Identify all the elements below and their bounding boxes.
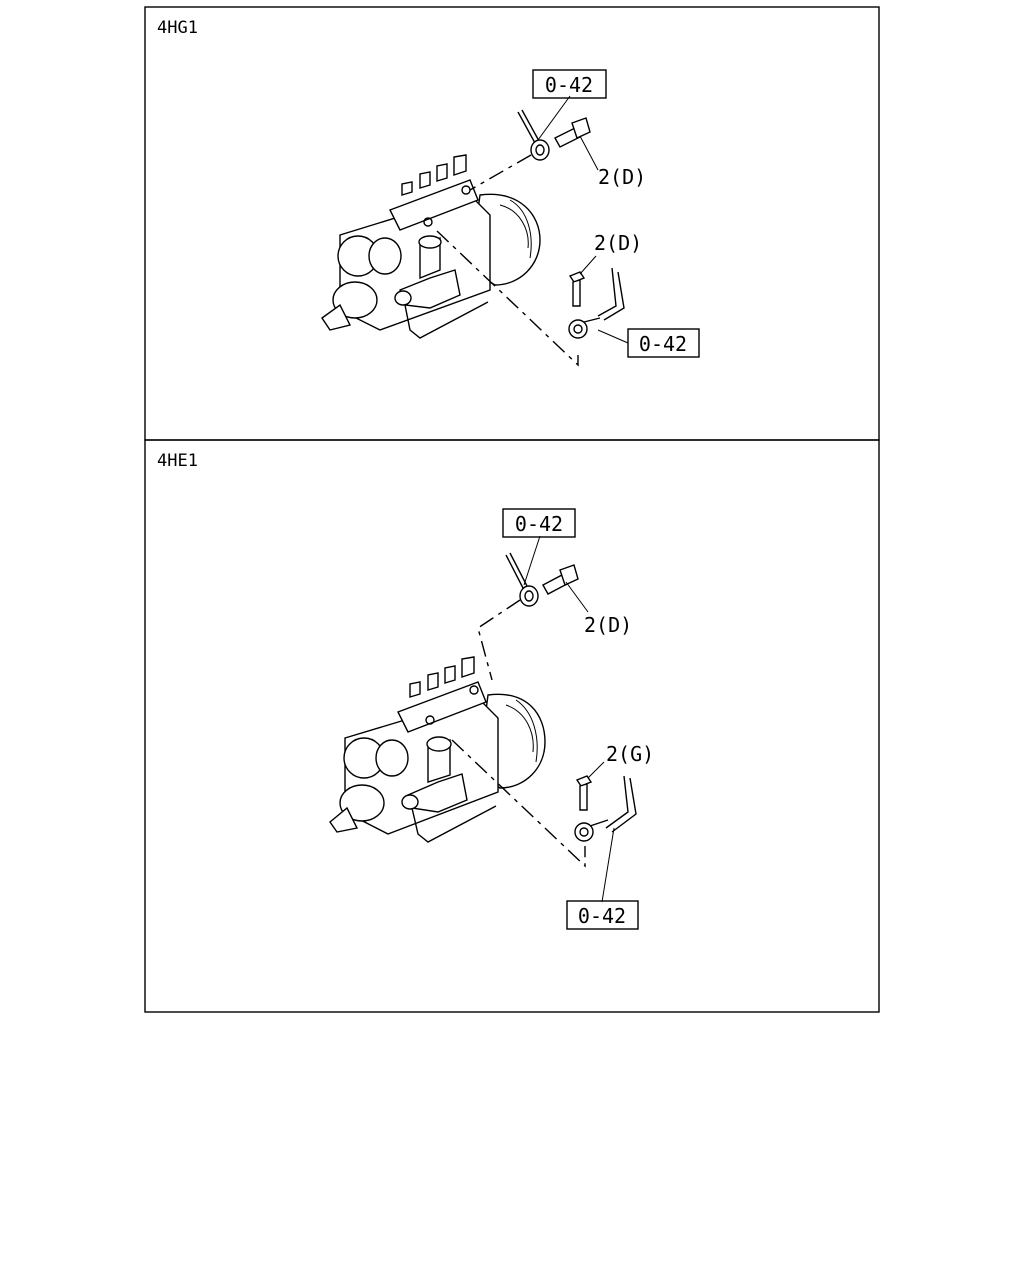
leader-t1	[537, 95, 571, 141]
panel-4hg1: 4HG1	[144, 6, 880, 441]
callout-b4: 0-42	[578, 904, 626, 928]
banjo-fitting-upper-4he1	[505, 552, 539, 607]
callout-t2: 2(D)	[598, 165, 646, 189]
centerline-upper-4he1	[477, 599, 521, 681]
centerline-lower-4hg1	[436, 230, 579, 367]
injection-pump-4he1	[329, 656, 546, 843]
callout-t4: 0-42	[639, 332, 687, 356]
callout-box-b1	[502, 508, 576, 538]
panel-4he1-frame	[144, 439, 880, 1013]
injection-pump-4hg1	[321, 154, 541, 339]
leader-b2	[565, 581, 589, 613]
engine-label-4he1: 4HE1	[157, 451, 198, 471]
leader-t4	[597, 329, 629, 344]
leader-b3	[587, 761, 605, 779]
callout-box-b4	[566, 900, 639, 930]
leader-t3	[579, 255, 597, 275]
leader-b1	[523, 535, 541, 586]
eye-bolt-upper-4he1	[542, 564, 579, 595]
centerline-lower-4he1	[451, 739, 586, 868]
eye-bolt-upper-4hg1	[554, 117, 591, 148]
panel-4he1: 4HE1	[144, 439, 880, 1013]
centerline-upper-4hg1	[469, 154, 532, 191]
banjo-fitting-upper-4hg1	[517, 109, 550, 161]
eye-bolt-lower-4he1	[575, 775, 593, 811]
callout-t3: 2(D)	[594, 231, 642, 255]
fuel-pipe-lower-4hg1	[568, 267, 625, 339]
callout-box-t4	[627, 328, 700, 358]
callout-box-t1	[532, 69, 607, 99]
leader-b4	[601, 827, 615, 903]
fuel-pipe-lower-4he1	[574, 775, 637, 842]
callout-t1: 0-42	[545, 73, 593, 97]
callout-b2: 2(D)	[584, 613, 632, 637]
leader-t2	[579, 135, 599, 171]
callout-b3: 2(G)	[606, 742, 654, 766]
eye-bolt-lower-4hg1	[568, 271, 586, 307]
engine-label-4hg1: 4HG1	[157, 18, 198, 38]
callout-b1: 0-42	[515, 512, 563, 536]
